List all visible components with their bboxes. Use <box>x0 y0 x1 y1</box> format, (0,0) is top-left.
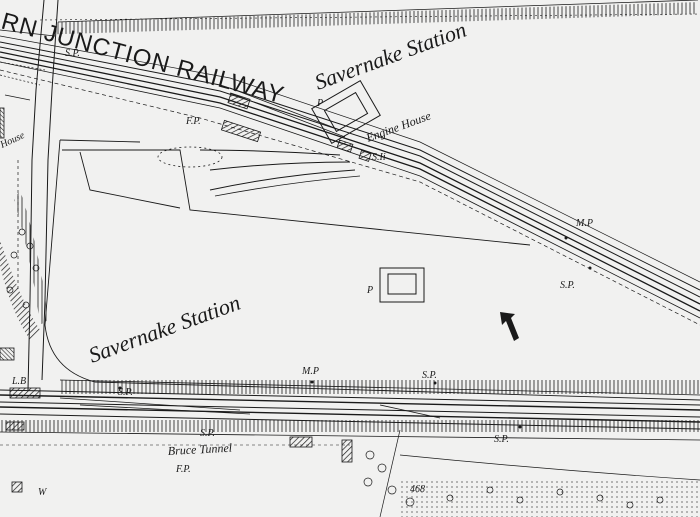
building-lower-2 <box>341 439 353 463</box>
label-p-upper: P <box>316 98 323 109</box>
left-banks <box>0 190 48 340</box>
label-sp-lower-left: S.P. <box>200 428 215 439</box>
label-sp-track-right: S.P. <box>422 370 437 381</box>
enclosure-lower-outer <box>379 267 425 303</box>
building-lower-5 <box>11 481 23 493</box>
building-lower-4 <box>5 421 25 431</box>
north-arrow-icon <box>500 312 519 341</box>
label-bm: 468 <box>410 484 425 495</box>
building-left-2 <box>0 347 15 361</box>
building-upper-3 <box>336 139 354 153</box>
enclosures <box>311 79 425 303</box>
enclosure-lower-inner <box>387 273 417 295</box>
upper-railway <box>0 0 700 326</box>
label-fp-lower: F.P. <box>175 464 191 475</box>
label-p-lower: P <box>366 285 373 296</box>
label-sp-track-left: S.P. <box>118 387 133 398</box>
label-sl: S.Ii <box>372 152 386 163</box>
enclosure-upper-outer <box>311 79 381 145</box>
label-mp-upper: M.P <box>575 218 593 229</box>
building-lower-3 <box>9 387 41 399</box>
top-left-embankment <box>0 29 56 86</box>
tunnel-label: Bruce Tunnel <box>167 441 233 458</box>
building-upper-4 <box>358 150 372 162</box>
label-sp-mid: S.P. <box>560 280 575 291</box>
label-lb: L.B <box>11 376 26 387</box>
label-mp-lower: M.P <box>301 366 319 377</box>
vegetation <box>6 228 700 517</box>
label-fp-upper: F.P. <box>185 116 201 127</box>
enclosure-upper-inner <box>323 91 369 133</box>
label-sp-lower-right: S.P. <box>494 434 509 445</box>
buildings <box>0 92 372 493</box>
dotted-enclosure <box>157 146 223 168</box>
posts <box>118 236 592 429</box>
building-lower-1 <box>289 436 313 448</box>
building-upper-2 <box>220 119 262 143</box>
building-upper-1 <box>227 92 251 110</box>
label-w: W <box>38 487 48 498</box>
building-left-house <box>0 107 5 139</box>
label-sp-top-left: S.P. <box>65 48 80 59</box>
lower-railway <box>0 379 700 517</box>
